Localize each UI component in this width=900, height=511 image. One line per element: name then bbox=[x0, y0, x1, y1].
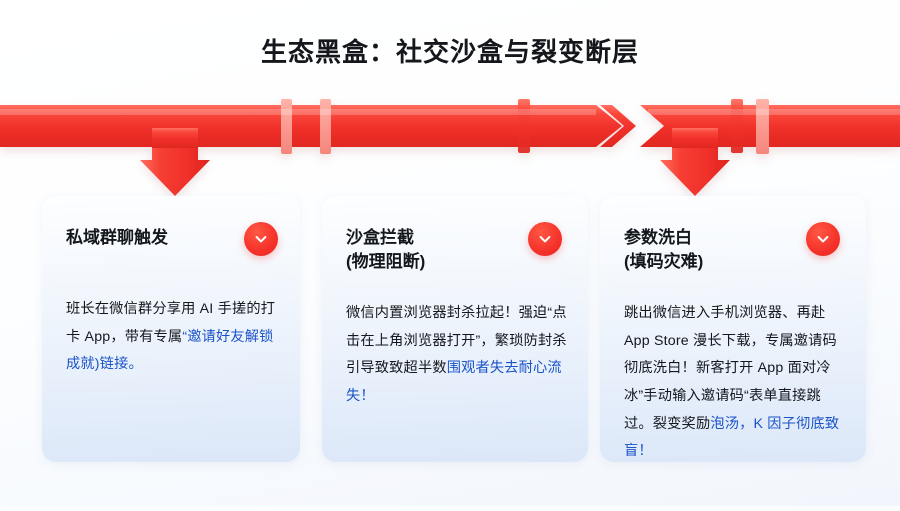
pipe-arrow-card-1 bbox=[140, 140, 210, 196]
card-2-title: 沙盒拦截 (物理阻断) bbox=[346, 228, 426, 272]
card-1-body-highlight: “邀请好友解锁成就)链接。 bbox=[66, 328, 274, 373]
card-3-title: 参数洗白 (填码灾难) bbox=[624, 228, 704, 272]
chevron-break-1 bbox=[600, 105, 636, 147]
card-1-title: 私域群聊触发 bbox=[66, 228, 168, 247]
card-2-body-highlight: 围观者失去耐心流失！ bbox=[346, 360, 562, 405]
card-2-badge[interactable] bbox=[528, 222, 562, 256]
pipe-collar-3 bbox=[756, 99, 769, 154]
pipe-group bbox=[0, 99, 900, 196]
card-1-badge[interactable] bbox=[244, 222, 278, 256]
pipe-collar-2 bbox=[320, 99, 331, 154]
card-1-body: 班长在微信群分享用 AI 手搓的打卡 App，带有专属“邀请好友解锁成就)链接。 bbox=[66, 296, 282, 379]
card-3-badge[interactable] bbox=[806, 222, 840, 256]
card-1-body-plain: 班长在微信群分享用 AI 手搓的打卡 App，带有专属 bbox=[66, 301, 276, 345]
pipe-nub-1 bbox=[518, 99, 530, 153]
card-sandbox-intercept[interactable]: 沙盒拦截 (物理阻断) 微信内置浏览器封杀拉起！强迫“点击在上角浏览器打开”，繁… bbox=[322, 196, 588, 462]
card-3-body-highlight: 泡汤，K 因子彻底致盲！ bbox=[624, 415, 840, 460]
card-2-body-plain: 微信内置浏览器封杀拉起！强迫“点击在上角浏览器打开”，繁琐防封杀引导致致超半数 bbox=[346, 305, 567, 377]
card-param-whitewash[interactable]: 参数洗白 (填码灾难) 跳出微信进入手机浏览器、再赴 App Store 漫长下… bbox=[600, 196, 866, 462]
pipe-left-segment bbox=[0, 105, 622, 147]
pipe-nub-2 bbox=[731, 99, 743, 153]
card-3-body-plain: 跳出微信进入手机浏览器、再赴 App Store 漫长下载，专属邀请码彻底洗白！… bbox=[624, 305, 837, 432]
pipe-right-segment bbox=[640, 105, 900, 147]
card-private-group-trigger[interactable]: 私域群聊触发 班长在微信群分享用 AI 手搓的打卡 App，带有专属“邀请好友解… bbox=[42, 196, 300, 462]
page-title: 生态黑盒：社交沙盒与裂变断层 bbox=[260, 37, 639, 67]
pipe-collar-1 bbox=[281, 99, 292, 154]
card-2-body: 微信内置浏览器封杀拉起！强迫“点击在上角浏览器打开”，繁琐防封杀引导致致超半数围… bbox=[346, 300, 570, 411]
pipe-arrow-card-3 bbox=[660, 140, 730, 196]
card-3-body: 跳出微信进入手机浏览器、再赴 App Store 漫长下载，专属邀请码彻底洗白！… bbox=[624, 300, 848, 462]
